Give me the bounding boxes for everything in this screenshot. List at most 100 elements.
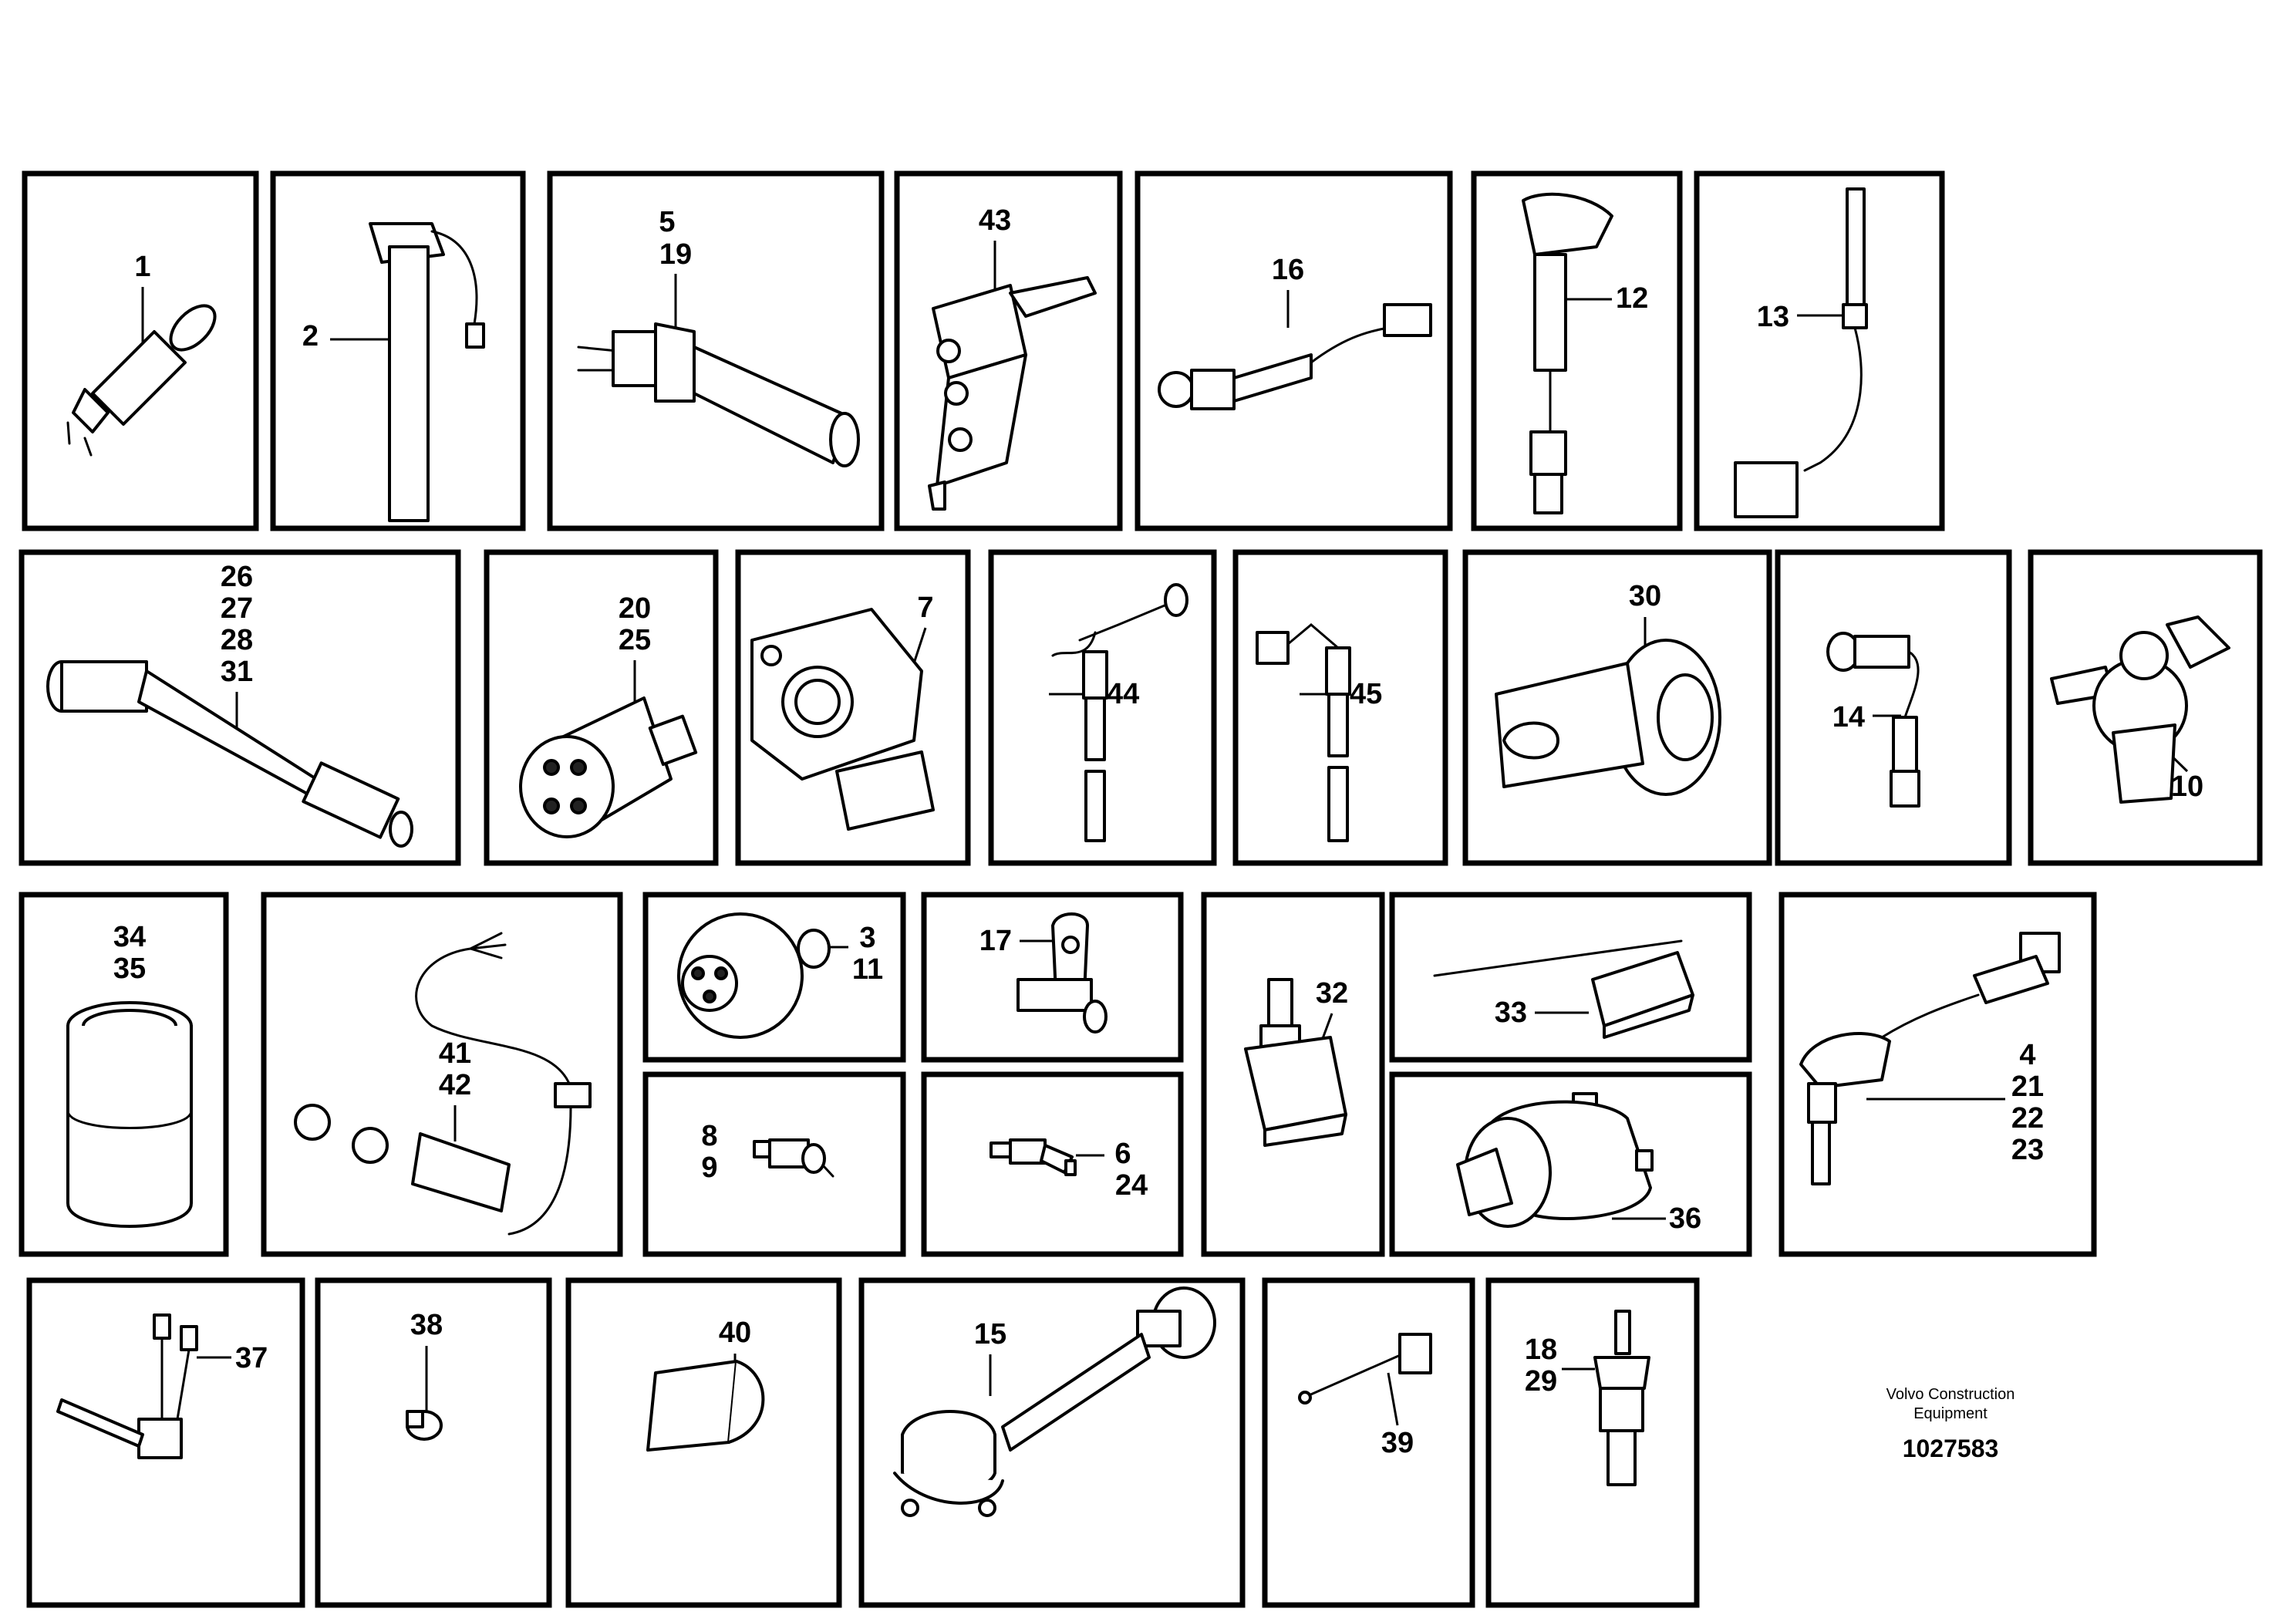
small-sender-part-6 xyxy=(990,1138,1077,1176)
callout-30: 30 xyxy=(1629,580,1661,612)
angled-sensor-cable-part xyxy=(1799,932,2061,1185)
callout-9: 9 xyxy=(701,1152,717,1184)
panel-12: 45 xyxy=(1232,549,1448,866)
panel-28: 40 xyxy=(565,1277,842,1608)
panel-16: 34 35 xyxy=(19,892,229,1257)
flange-sensor-part xyxy=(1017,912,1108,1034)
panel-1: 1 xyxy=(22,170,259,531)
speed-sensor-part xyxy=(1522,192,1613,514)
pad-part xyxy=(646,1360,765,1452)
thermo-contact-part xyxy=(56,1313,198,1459)
pressure-switch-bracket-part xyxy=(2050,615,2230,804)
callout-27: 27 xyxy=(221,592,253,625)
panel-31: 18 29 xyxy=(1485,1277,1700,1608)
callout-19: 19 xyxy=(659,238,692,271)
panel-11: 44 xyxy=(988,549,1217,866)
position-sensor-part xyxy=(750,608,935,831)
pressure-sensor-part xyxy=(519,696,698,838)
callout-10: 10 xyxy=(2171,771,2203,803)
callout-29: 29 xyxy=(1525,1365,1557,1398)
callout-13: 13 xyxy=(1757,301,1789,333)
callout-32: 32 xyxy=(1316,977,1348,1010)
panel-18: 3 11 xyxy=(642,892,906,1063)
panel-10: 7 xyxy=(735,549,971,866)
panel-9: 20 25 xyxy=(484,549,719,866)
panel-5: 16 xyxy=(1135,170,1453,531)
callout-4: 4 xyxy=(2019,1039,2035,1071)
callout-45: 45 xyxy=(1350,678,1382,710)
level-probe-part-45 xyxy=(1256,623,1351,842)
callout-8: 8 xyxy=(701,1120,717,1152)
callout-3: 3 xyxy=(859,922,875,954)
panel-4: 43 xyxy=(894,170,1123,531)
cable-sensor-part xyxy=(46,660,413,848)
callout-37: 37 xyxy=(235,1342,268,1374)
pressure-switch-block-part xyxy=(1244,978,1347,1147)
callout-22: 22 xyxy=(2011,1102,2044,1135)
callout-5: 5 xyxy=(659,206,675,238)
panel-29: 15 xyxy=(858,1277,1246,1608)
switch-unit-part xyxy=(1433,939,1694,1039)
panel-6: 12 xyxy=(1471,170,1683,531)
callout-39: 39 xyxy=(1381,1427,1414,1459)
callout-43: 43 xyxy=(979,204,1011,237)
panel-14: 14 xyxy=(1775,549,2012,866)
callout-25: 25 xyxy=(619,624,651,656)
temperature-sender-part xyxy=(577,322,860,467)
callout-6: 6 xyxy=(1114,1138,1131,1170)
callout-21: 21 xyxy=(2011,1071,2044,1103)
switch-block-part xyxy=(928,276,1097,511)
level-probe-part-44 xyxy=(1051,583,1188,842)
document-number: 1027583 xyxy=(1903,1435,1999,1462)
panel-20: 32 xyxy=(1201,892,1385,1257)
callout-36: 36 xyxy=(1669,1202,1701,1235)
panel-24: 6 24 xyxy=(921,1071,1184,1257)
brand-line-1: Volvo Construction xyxy=(1886,1386,2015,1403)
probe-part xyxy=(1298,1333,1432,1404)
pressure-transmitter-part xyxy=(1456,1092,1654,1228)
callout-26: 26 xyxy=(221,561,253,593)
callout-15: 15 xyxy=(974,1318,1006,1351)
panel-8: 26 27 28 31 xyxy=(19,549,461,866)
speed-sensor-flange-part xyxy=(893,1286,1216,1517)
callout-35: 35 xyxy=(113,953,146,985)
connector-sensor-part xyxy=(1495,639,1721,796)
callout-1: 1 xyxy=(134,251,150,283)
callout-31: 31 xyxy=(221,656,253,688)
callout-44: 44 xyxy=(1107,678,1139,710)
callout-11: 11 xyxy=(852,953,883,986)
callout-7: 7 xyxy=(917,592,933,624)
callout-14: 14 xyxy=(1832,701,1865,733)
callout-24: 24 xyxy=(1115,1169,1148,1202)
panel-13: 30 xyxy=(1462,549,1772,866)
callout-38: 38 xyxy=(410,1309,443,1341)
sensor-cable-plug-part xyxy=(1734,187,1868,518)
speed-sensor-cable-part xyxy=(1826,632,1920,808)
plug-part xyxy=(406,1410,443,1441)
small-sender-part-8 xyxy=(753,1138,834,1178)
panel-27: 38 xyxy=(315,1277,552,1608)
panel-30: 39 xyxy=(1262,1277,1475,1608)
level-sensor-part xyxy=(369,222,485,522)
panel-3: 5 19 xyxy=(547,170,885,531)
panel-25: 36 xyxy=(1389,1071,1752,1257)
panel-2: 2 xyxy=(270,170,526,531)
callout-41: 41 xyxy=(439,1037,471,1070)
callout-16: 16 xyxy=(1272,254,1304,286)
callout-2: 2 xyxy=(302,320,319,352)
callout-20: 20 xyxy=(619,592,651,625)
pressure-switch-part xyxy=(66,304,217,457)
panel-21: 33 xyxy=(1389,892,1752,1063)
sleeve-part xyxy=(66,1001,193,1228)
panel-19: 17 xyxy=(921,892,1184,1063)
panel-26: 37 xyxy=(26,1277,305,1608)
panel-22: 4 21 22 23 xyxy=(1778,892,2097,1257)
brand-block: Volvo Construction Equipment 1027583 xyxy=(1886,1386,2015,1462)
callout-42: 42 xyxy=(439,1069,471,1101)
sensor-harness-part xyxy=(294,932,592,1236)
callout-34: 34 xyxy=(113,921,146,953)
callout-33: 33 xyxy=(1495,996,1527,1029)
callout-28: 28 xyxy=(221,624,253,656)
callout-12: 12 xyxy=(1616,282,1648,315)
